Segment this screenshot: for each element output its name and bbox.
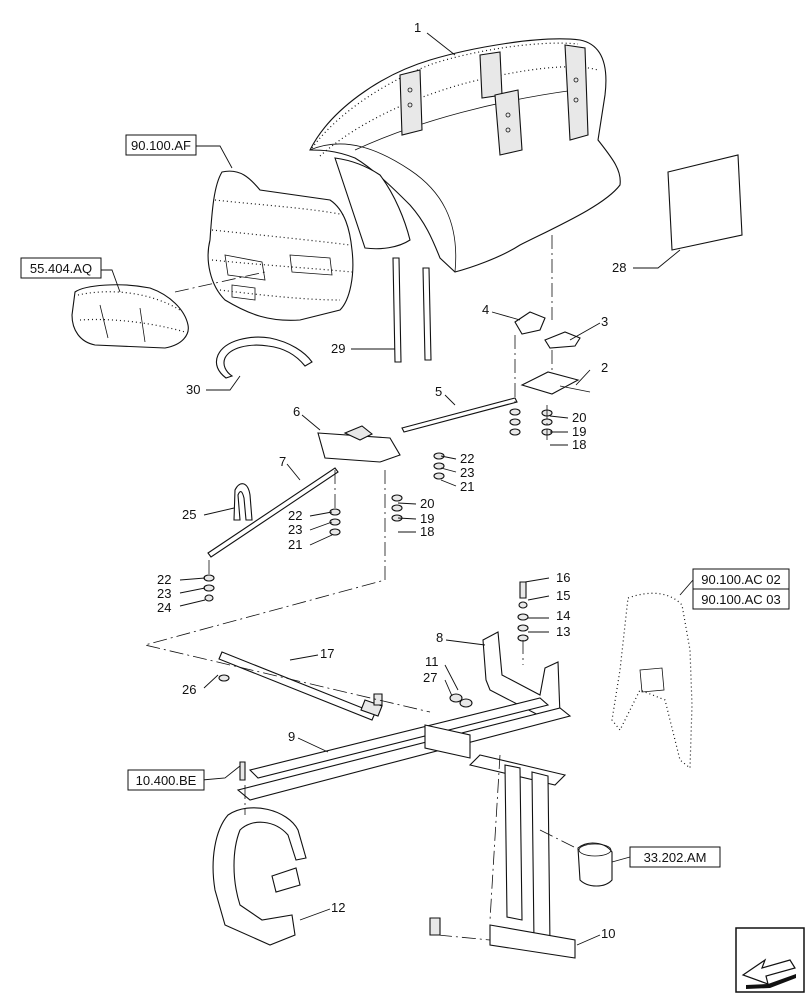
reference-box-90-100-ac-03 (692, 588, 790, 610)
panel-sheet-part (667, 154, 743, 251)
callout-number: 21 (460, 479, 474, 494)
clip-part (233, 483, 253, 521)
callout-number: 22 (288, 508, 302, 523)
callout-number: 7 (279, 454, 286, 469)
support-frame-part (236, 697, 576, 959)
base-plate-part (429, 917, 441, 936)
callout-labels: 1 2 3 4 5 6 7 8 9 10 11 12 13 14 15 16 1… (157, 20, 626, 941)
callout-number: 18 (420, 524, 434, 539)
callout-number: 24 (157, 600, 171, 615)
callout-number: 9 (288, 729, 295, 744)
reference-label[interactable]: 55.404.AQ (30, 261, 92, 276)
callout-number: 20 (572, 410, 586, 425)
reference-label[interactable]: 10.400.BE (136, 773, 197, 788)
rear-panel-part (611, 592, 693, 770)
callout-number: 23 (157, 586, 171, 601)
bracket-plate-part (317, 425, 401, 463)
callout-number: 16 (556, 570, 570, 585)
stay-rod-part (207, 467, 339, 558)
reference-label[interactable]: 90.100.AF (131, 138, 191, 153)
callout-number: 1 (414, 20, 421, 35)
callout-number: 22 (460, 451, 474, 466)
callout-number: 3 (601, 314, 608, 329)
callout-number: 11 (425, 654, 439, 669)
callout-number: 25 (182, 507, 196, 522)
callout-number: 5 (435, 384, 442, 399)
brackets-part (514, 311, 591, 395)
rod-part (401, 397, 518, 433)
reference-box-10-400-be (127, 769, 205, 791)
callout-number: 2 (601, 360, 608, 375)
counterweight-part (71, 284, 189, 349)
leader-lines (100, 32, 694, 946)
callout-number: 23 (460, 465, 474, 480)
callout-number: 13 (556, 624, 570, 639)
reference-box-90-100-af (125, 134, 197, 156)
callout-number: 20 (420, 496, 434, 511)
callout-number: 30 (186, 382, 200, 397)
callout-number: 28 (612, 260, 626, 275)
callout-number: 17 (320, 646, 334, 661)
reference-label[interactable]: 90.100.AC 02 (701, 572, 781, 587)
fitting-part (577, 842, 613, 887)
hood-part (309, 38, 621, 273)
callout-number: 21 (288, 537, 302, 552)
tube-part (218, 651, 383, 721)
navigation-arrow-icon[interactable] (735, 927, 805, 993)
callout-number: 27 (423, 670, 437, 685)
callout-number: 22 (157, 572, 171, 587)
reference-boxes (20, 134, 790, 868)
callout-number: 18 (572, 437, 586, 452)
reference-label[interactable]: 33.202.AM (644, 850, 707, 865)
front-grille-part (207, 170, 354, 321)
callout-number: 12 (331, 900, 345, 915)
reference-box-33-202-am (629, 846, 721, 868)
reference-labels: 90.100.AF 55.404.AQ 90.100.AC 02 90.100.… (30, 138, 781, 865)
washers-nuts-part (203, 408, 553, 708)
reference-label[interactable]: 90.100.AC 03 (701, 592, 781, 607)
callout-number: 23 (288, 522, 302, 537)
callout-number: 19 (420, 511, 434, 526)
callout-number: 29 (331, 341, 345, 356)
callout-number: 8 (436, 630, 443, 645)
callout-number: 10 (601, 926, 615, 941)
reference-box-55-404-aq (20, 257, 102, 279)
callout-number: 14 (556, 608, 570, 623)
seal-strips-part (392, 257, 432, 363)
callout-number: 19 (572, 424, 586, 439)
guide-lines (144, 235, 581, 941)
strap-bracket-part (212, 807, 307, 946)
hose-part (215, 336, 313, 379)
bolts-part (239, 581, 527, 781)
callout-number: 15 (556, 588, 570, 603)
callout-number: 4 (482, 302, 489, 317)
callout-number: 6 (293, 404, 300, 419)
callout-number: 26 (182, 682, 196, 697)
